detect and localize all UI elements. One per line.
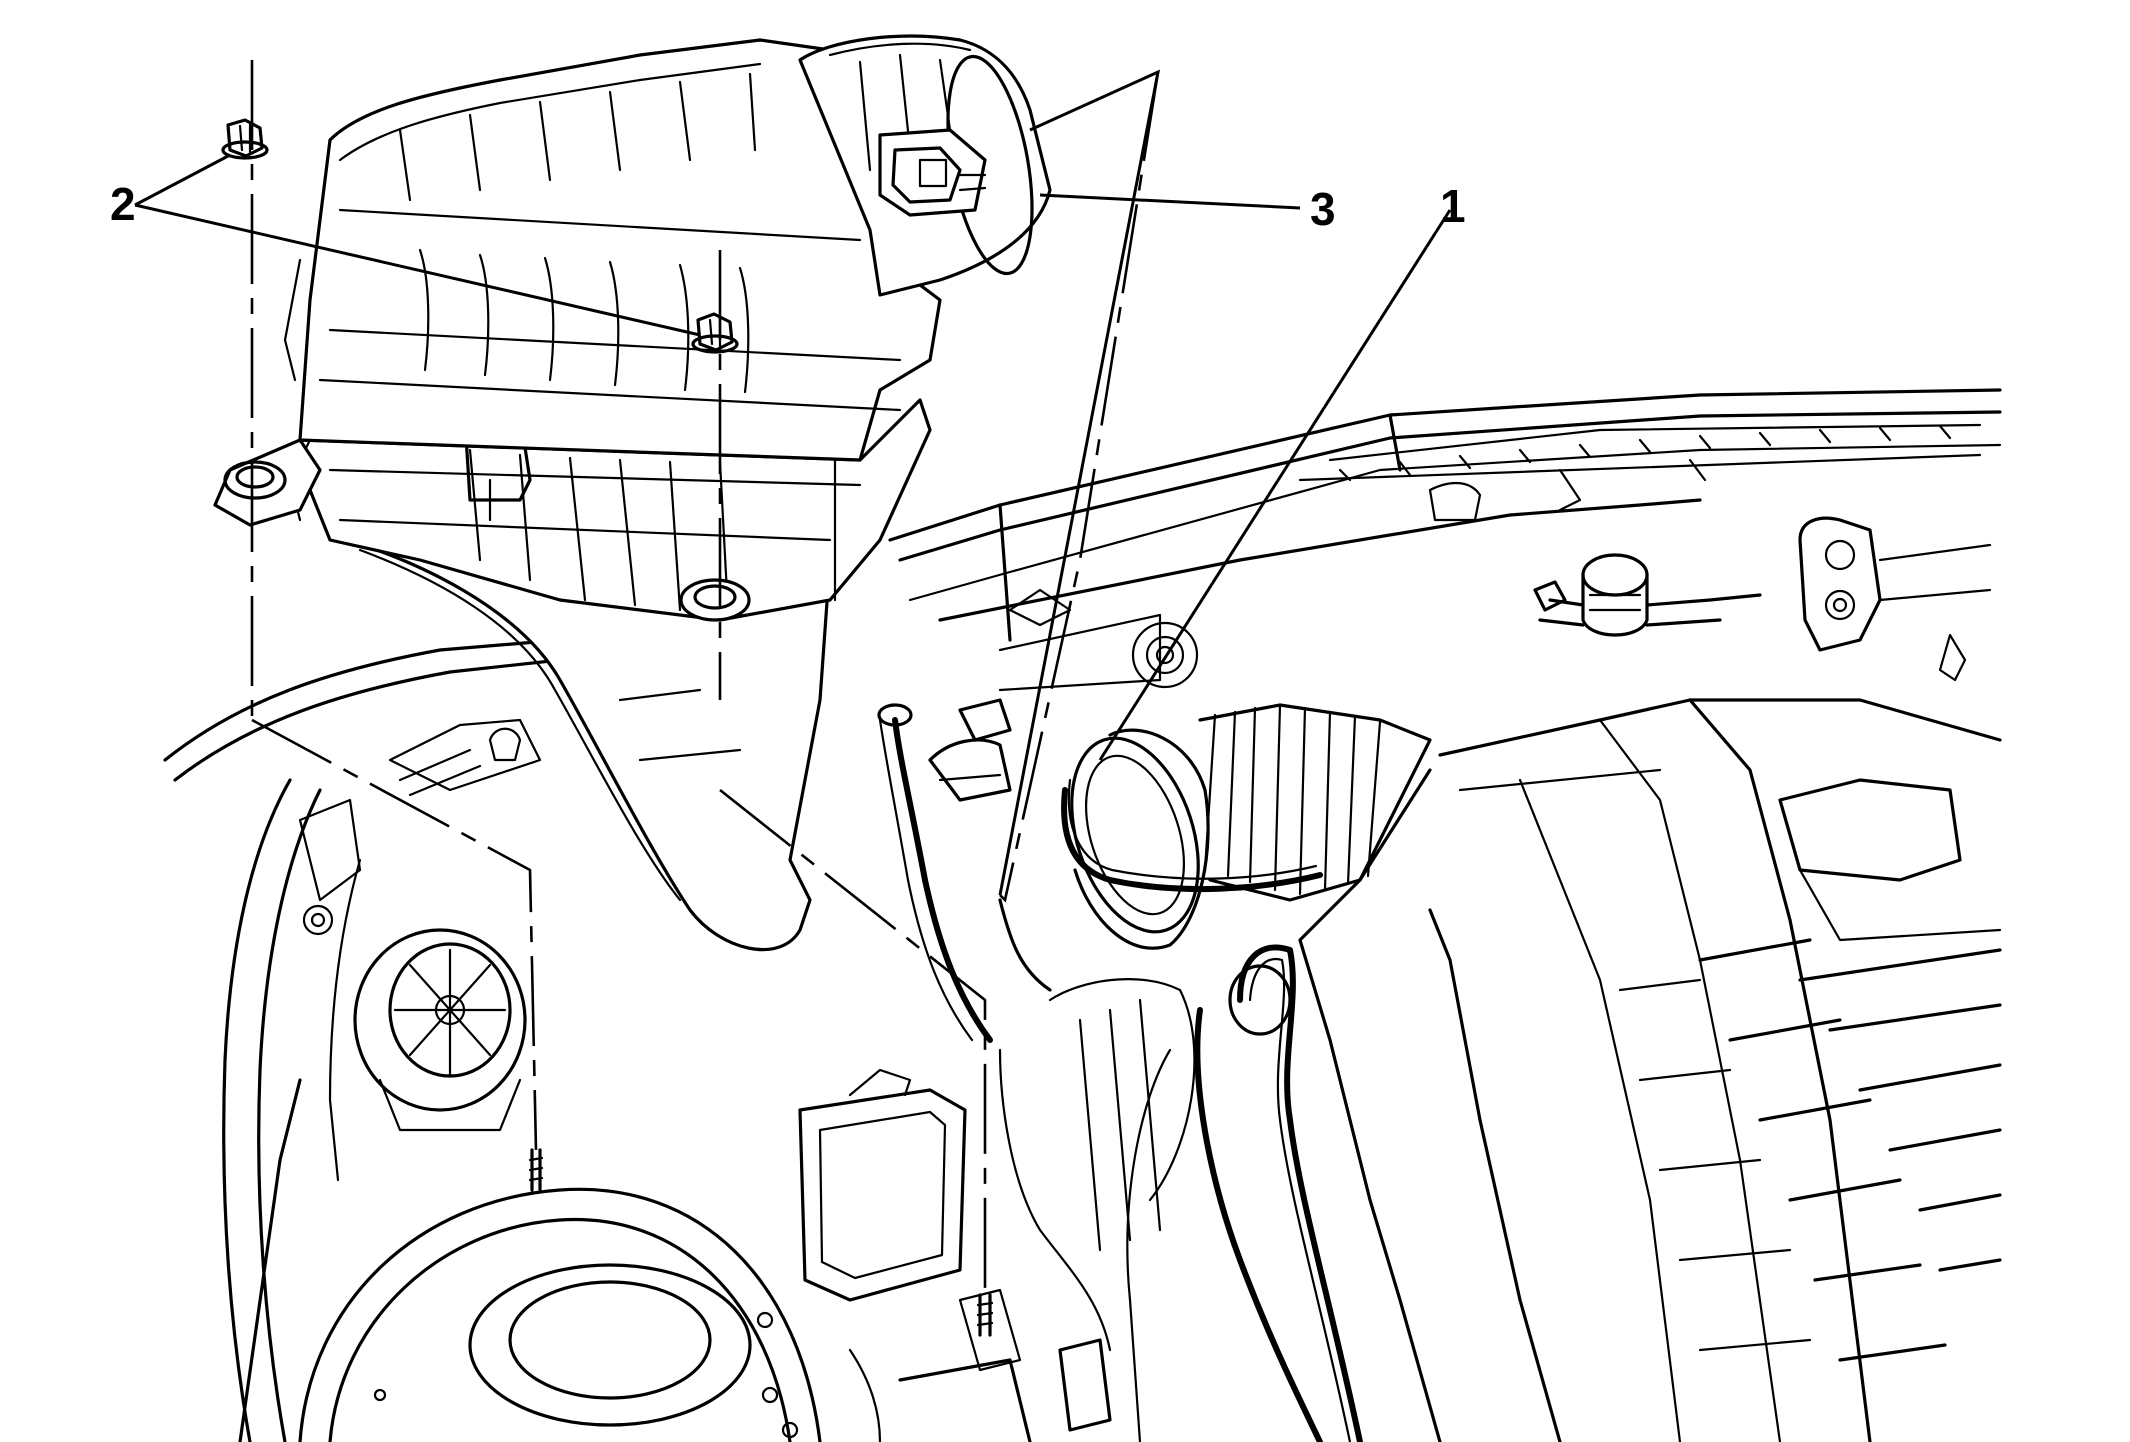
breather-hose [877,698,1012,1043]
battery-cover [298,1187,822,1442]
fuse-box [798,1068,967,1302]
fastener-nut-left [221,118,269,160]
left-mounting-grommet [213,438,322,527]
callout-label-3: 3 [1310,183,1336,235]
hoses-wiring [848,898,1363,1442]
fastener-stud-left [528,1148,544,1192]
reservoir-cap [1533,553,1762,637]
leader-lines [134,69,1452,896]
callout-label-2: 2 [110,178,136,230]
cowl-panel [888,388,2002,692]
strut-tower-bracket [1798,516,1992,682]
air-cleaner-assembly [283,34,1052,952]
alignment-lines [250,60,1160,1295]
headlamp-socket [353,928,527,1132]
callout-label-1: 1 [1440,180,1466,232]
engine-cover [1298,698,2002,1442]
intake-duct-bellows [1061,703,1432,950]
fastener-stud-right [976,1293,994,1337]
left-fender [163,638,562,1442]
right-mounting-grommet [679,578,751,622]
